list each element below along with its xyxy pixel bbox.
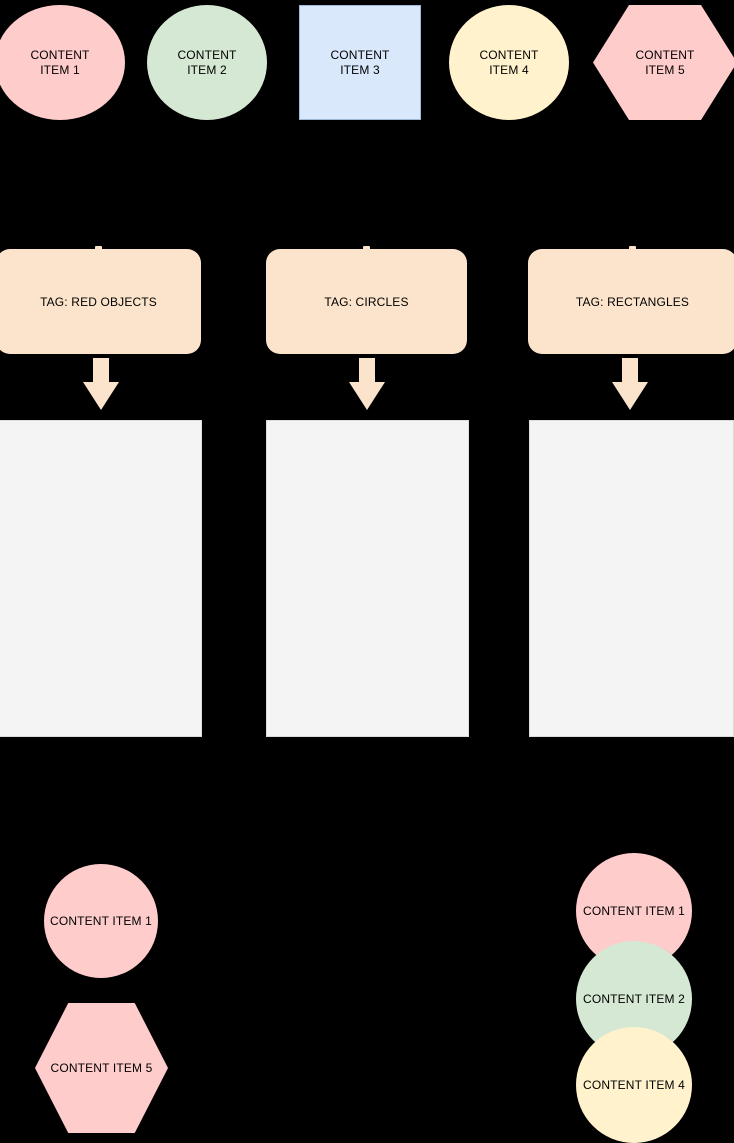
arrow-down-rectangles (612, 358, 648, 410)
arrow-down-circles (349, 358, 385, 410)
source-shape-label: CONTENT ITEM 1 (30, 48, 90, 77)
tag-label: TAG: CIRCLES (324, 294, 409, 309)
group-container-red-objects[interactable]: CONTENT ITEM 1 CONTENT ITEM 5 (0, 420, 202, 1133)
group-member-content-item-5[interactable]: CONTENT ITEM 5 (35, 1003, 168, 1133)
arrow-down-red-objects (83, 358, 119, 410)
tag-label: TAG: RECTANGLES (575, 294, 690, 309)
arrow-stem (359, 358, 375, 384)
group-container-circles[interactable]: CONTENT ITEM 1 CONTENT ITEM 2 CONTENT IT… (266, 420, 692, 1143)
group-member-label: CONTENT ITEM 1 (583, 903, 685, 918)
tag-connector-nub (95, 246, 102, 251)
arrow-head (612, 382, 648, 410)
source-shape-label: CONTENT ITEM 2 (177, 48, 237, 77)
group-member-label: CONTENT ITEM 2 (583, 991, 685, 1006)
group-member-label: CONTENT ITEM 4 (583, 1077, 685, 1092)
source-shape-content-item-1[interactable]: CONTENT ITEM 1 (0, 5, 125, 120)
tag-label: TAG: RED OBJECTS (40, 294, 157, 309)
source-shape-label: CONTENT ITEM 5 (635, 48, 695, 77)
source-shape-label: CONTENT ITEM 3 (330, 48, 390, 77)
arrow-head (83, 382, 119, 410)
group-member-content-item-4[interactable]: CONTENT ITEM 4 (576, 1027, 692, 1143)
tag-box-red-objects[interactable]: TAG: RED OBJECTS (0, 246, 201, 354)
source-shape-content-item-3[interactable]: CONTENT ITEM 3 (299, 5, 421, 120)
tag-connector-nub (629, 246, 636, 251)
diagram-canvas: CONTENT ITEM 1 CONTENT ITEM 2 CONTENT IT… (0, 5, 734, 1143)
source-shape-content-item-4[interactable]: CONTENT ITEM 4 (449, 5, 569, 120)
arrow-stem (622, 358, 638, 384)
arrow-head (349, 382, 385, 410)
source-shape-content-item-5[interactable]: CONTENT ITEM 5 (593, 5, 734, 120)
arrow-stem (93, 358, 109, 384)
group-member-label: CONTENT ITEM 5 (50, 1060, 153, 1075)
tag-connector-nub (363, 246, 370, 251)
source-shape-label: CONTENT ITEM 4 (479, 48, 539, 77)
source-shape-content-item-2[interactable]: CONTENT ITEM 2 (147, 5, 267, 120)
group-member-label: CONTENT ITEM 1 (50, 913, 152, 928)
tag-box-rectangles[interactable]: TAG: RECTANGLES (528, 246, 734, 354)
group-member-content-item-1[interactable]: CONTENT ITEM 1 (44, 864, 158, 978)
group-container-rectangles[interactable]: CONTENT ITEM 3 (529, 420, 734, 737)
tag-box-circles[interactable]: TAG: CIRCLES (266, 246, 467, 354)
